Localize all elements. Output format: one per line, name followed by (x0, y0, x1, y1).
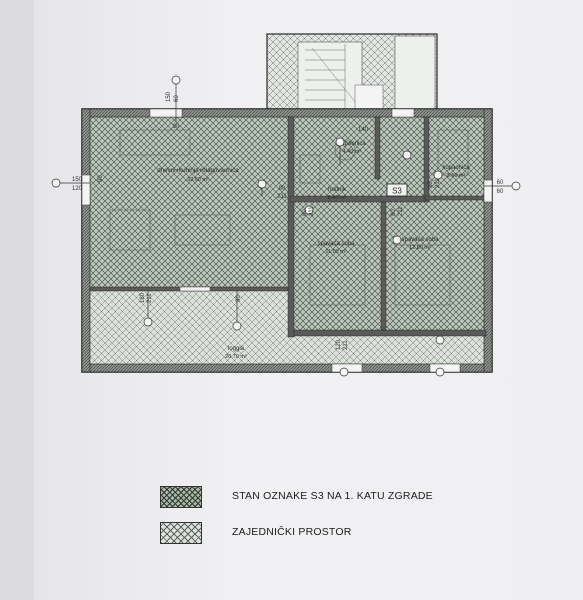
svg-text:80: 80 (428, 181, 434, 188)
room-name-bath2: kupaonica (442, 165, 470, 171)
svg-text:80: 80 (302, 209, 308, 216)
room-area-bath2: 3.60 m² (447, 173, 466, 179)
room-area-bed2: 12.80 m² (409, 245, 431, 251)
legend-label-apartment: STAN OZNAKE S3 NA 1. KATU ZGRADE (232, 490, 433, 502)
room-name-hall: hodnik (328, 187, 347, 193)
svg-text:211: 211 (398, 206, 404, 216)
legend-label-common: ZAJEDNIČKI PROSTOR (232, 526, 352, 538)
svg-text:180: 180 (140, 292, 146, 303)
svg-text:90: 90 (173, 124, 180, 130)
room-name-bath: kupaonica (338, 141, 366, 147)
room-area-dining: 32.60 m² (187, 177, 209, 183)
unit-tag: S3 (386, 183, 408, 197)
svg-text:60: 60 (497, 180, 504, 186)
room-area-bed1: 11.00 m² (325, 249, 346, 255)
svg-text:211: 211 (343, 340, 349, 350)
svg-text:120: 120 (72, 186, 83, 192)
svg-text:140: 140 (358, 127, 369, 133)
svg-text:150: 150 (72, 177, 83, 183)
room-area-hall: 8.40 m² (328, 195, 347, 201)
legend-item-common: ZAJEDNIČKI PROSTOR (160, 518, 480, 546)
svg-text:90: 90 (236, 295, 242, 302)
section-markers (51, 75, 521, 377)
svg-text:60: 60 (174, 95, 180, 102)
furniture (109, 129, 469, 306)
svg-text:80: 80 (279, 186, 286, 192)
loggia-area (90, 290, 487, 365)
room-name-dining: dnevni+kuhinja+blagovaonica (157, 167, 239, 174)
svg-text:S3: S3 (392, 187, 402, 196)
common-space-swatch-icon (160, 522, 202, 544)
svg-text:211: 211 (309, 206, 315, 216)
svg-text:80: 80 (391, 209, 397, 216)
room-name-bed2: spavaća soba (401, 237, 439, 243)
dimension-labels: 150 60 90 150 120 90 60 60 140 80 211 80… (72, 91, 504, 350)
room-labels: dnevni+kuhinja+blagovaonica 32.60 m² kup… (157, 141, 470, 360)
svg-text:90: 90 (98, 175, 104, 182)
legend: STAN OZNAKE S3 NA 1. KATU ZGRADE ZAJEDNI… (160, 482, 480, 554)
legend-item-apartment: STAN OZNAKE S3 NA 1. KATU ZGRADE (160, 482, 480, 510)
room-name-bed1: spavaća soba (317, 241, 355, 247)
windows (81, 108, 493, 373)
room-name-loggia: loggia (228, 346, 245, 352)
apartment-swatch-icon (160, 486, 202, 508)
outer-walls (81, 108, 493, 373)
svg-text:150: 150 (166, 91, 172, 102)
svg-text:211: 211 (435, 178, 441, 188)
svg-text:120: 120 (336, 339, 342, 350)
svg-text:211: 211 (147, 293, 153, 303)
room-area-bath: 4.40 m² (343, 149, 362, 155)
stairwell (266, 33, 438, 115)
svg-text:211: 211 (277, 194, 287, 200)
svg-text:60: 60 (497, 189, 504, 195)
room-area-loggia: 20.70 m² (225, 354, 247, 360)
